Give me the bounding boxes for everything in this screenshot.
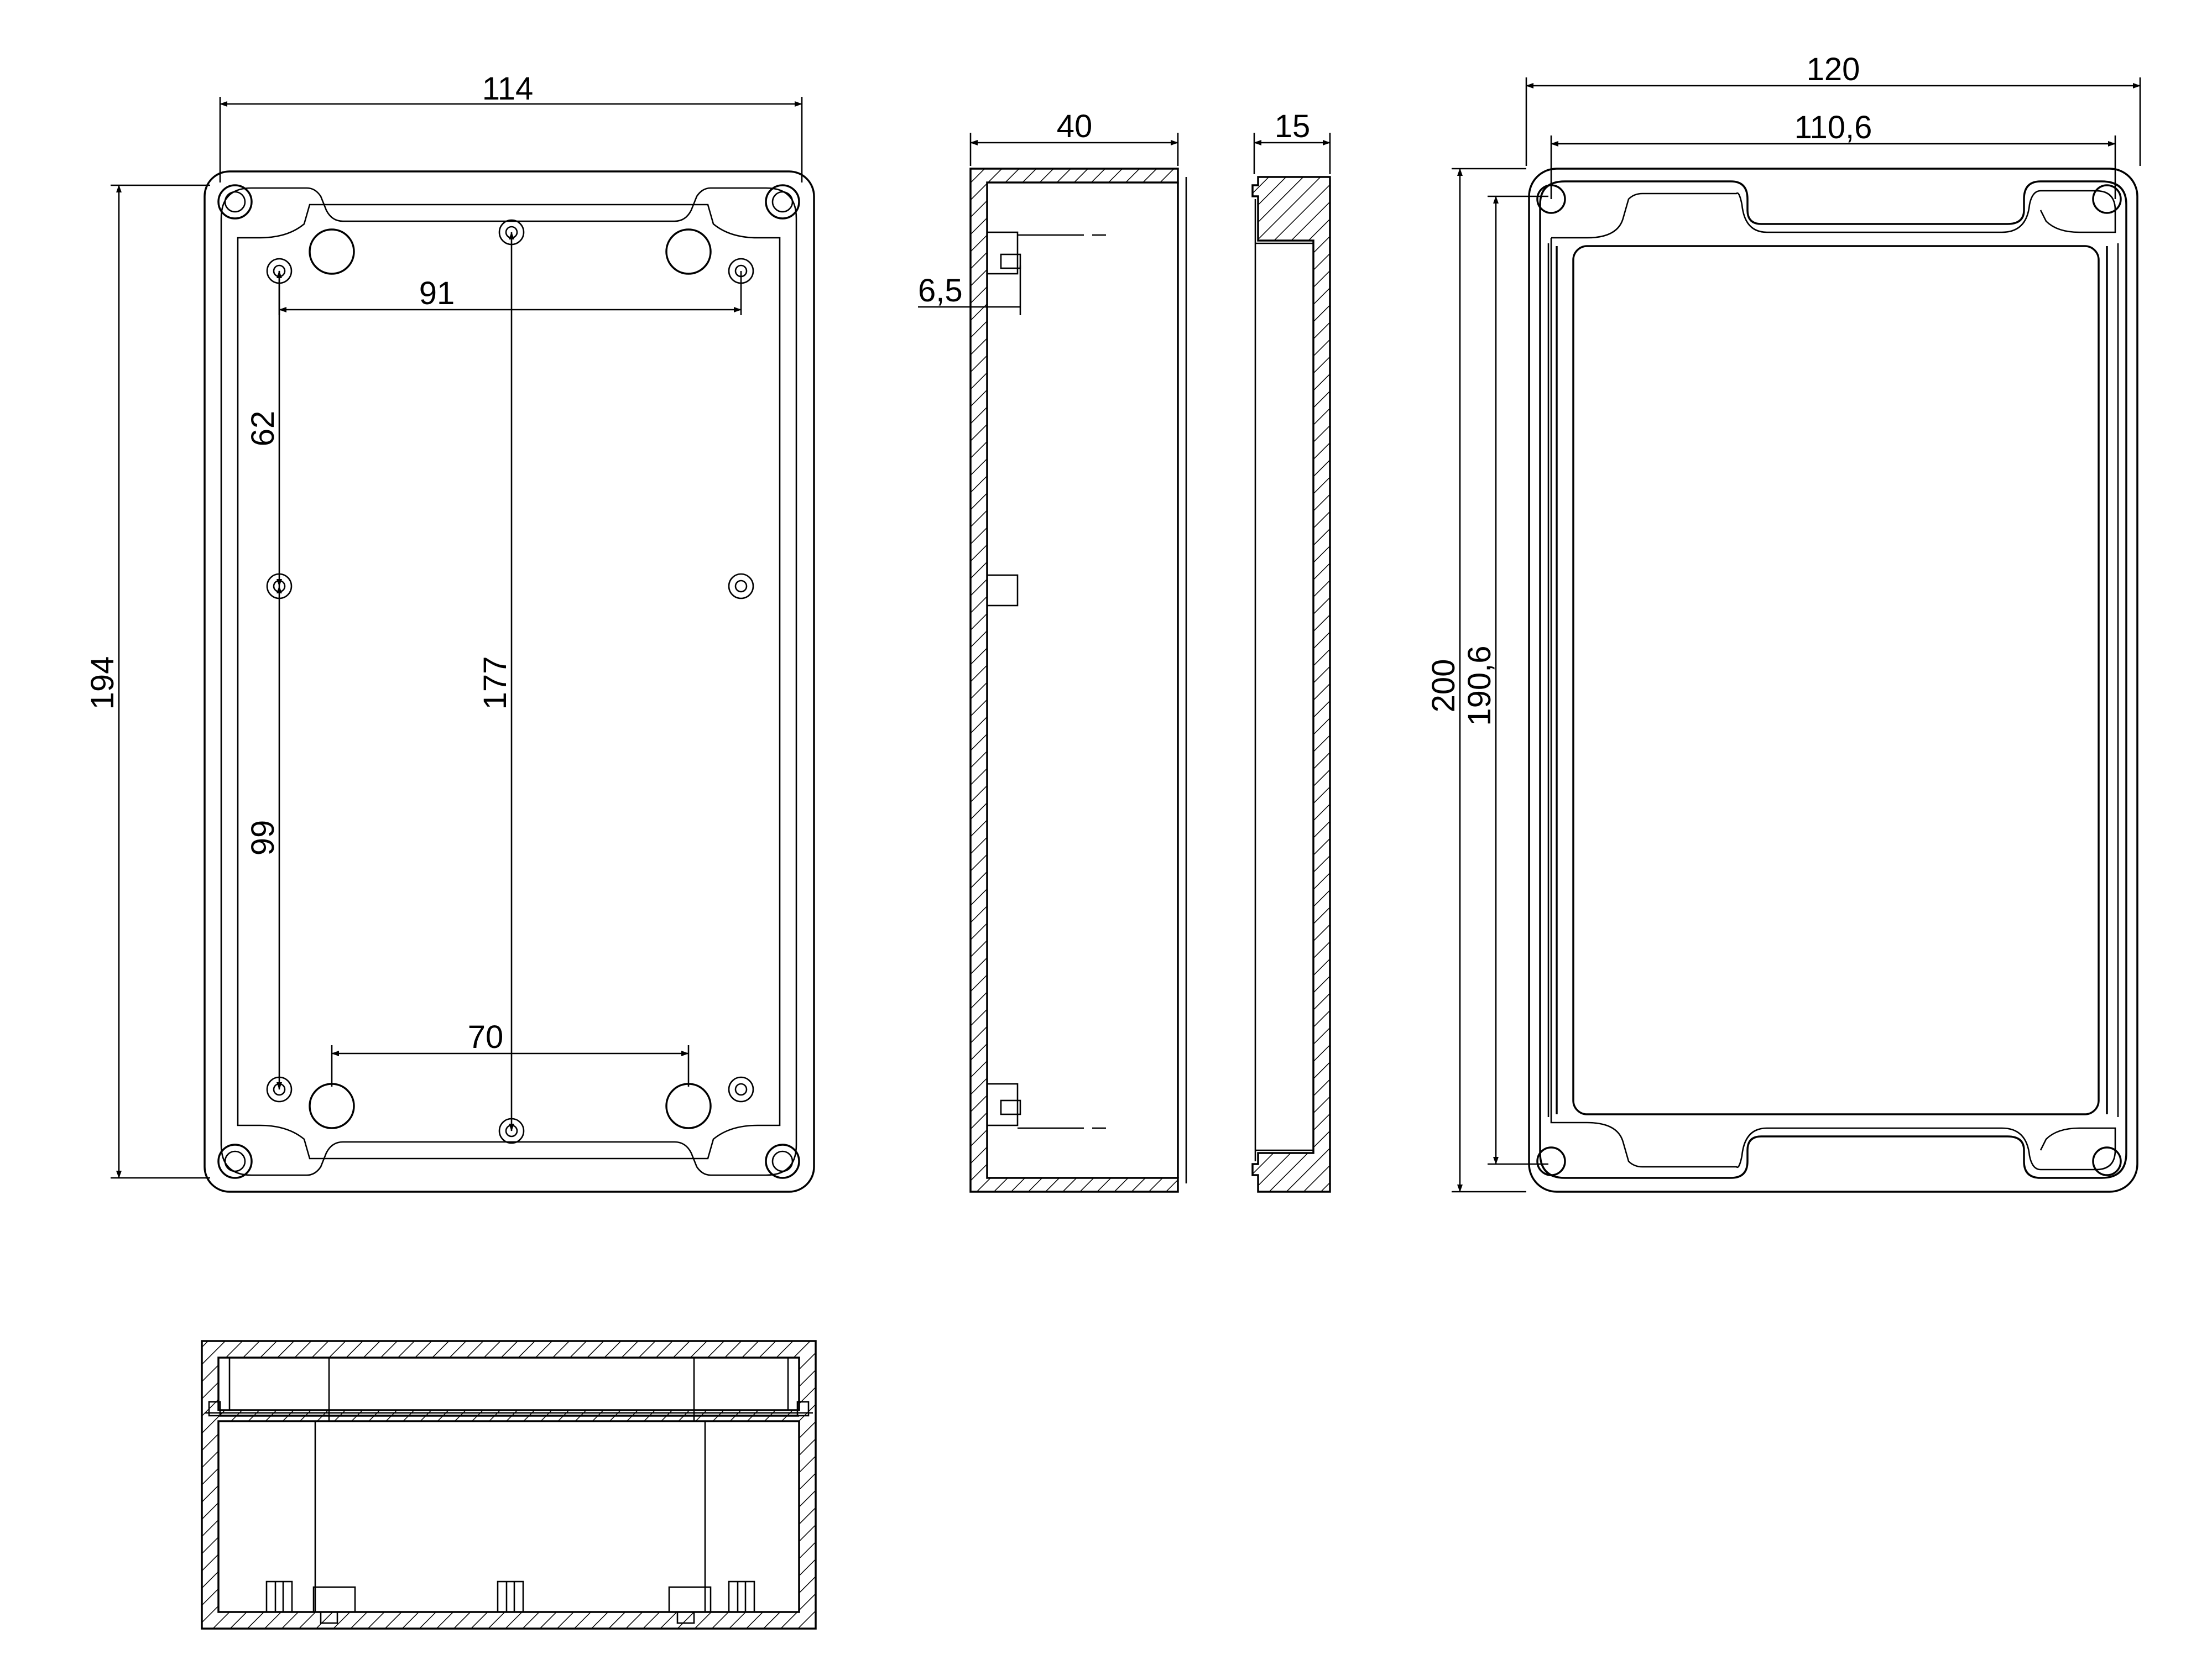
corner-screw-br xyxy=(765,1144,800,1179)
dim-hole-spacing-bottom: 70 xyxy=(468,1019,504,1055)
dim-lid-depth: 15 xyxy=(1275,108,1311,144)
dim-hole-spacing-upper: 62 xyxy=(245,411,281,447)
corner-screw-bl xyxy=(217,1144,253,1179)
corner-screw-tr xyxy=(765,184,800,220)
dim-base-width: 114 xyxy=(482,71,533,107)
dim-lid-height-outer: 200 xyxy=(1426,659,1462,713)
dim-hole-spacing-lower: 99 xyxy=(245,820,281,856)
lid-screw-hole xyxy=(1536,1146,1566,1176)
dim-side-depth: 40 xyxy=(1057,108,1093,144)
front-section xyxy=(201,1340,817,1630)
lid-top-view: 120 110,6 200 190,6 xyxy=(1426,51,2141,1193)
boss-hole xyxy=(665,228,712,275)
dim-hole-spacing-center: 177 xyxy=(477,656,513,710)
dim-lid-width-inner: 110,6 xyxy=(1794,109,1872,145)
lid-screw-hole xyxy=(2092,184,2122,214)
dim-lid-height-inner: 190,6 xyxy=(1462,645,1498,726)
boss-hole xyxy=(309,1083,355,1129)
boss-hole xyxy=(309,228,355,275)
base-top-view: 114 194 91 62 99 177 70 xyxy=(85,71,815,1193)
boss-hole xyxy=(665,1083,712,1129)
dim-hole-spacing-top: 91 xyxy=(419,275,455,311)
dim-side-offset: 6,5 xyxy=(918,273,963,309)
dim-base-height: 194 xyxy=(85,656,121,710)
lid-side-section: 15 xyxy=(1251,108,1331,1193)
corner-screw-tl xyxy=(217,184,253,220)
lid-screw-hole xyxy=(2092,1146,2122,1176)
dim-lid-width-outer: 120 xyxy=(1807,51,1860,87)
base-side-section: 40 6,5 xyxy=(918,108,1187,1193)
